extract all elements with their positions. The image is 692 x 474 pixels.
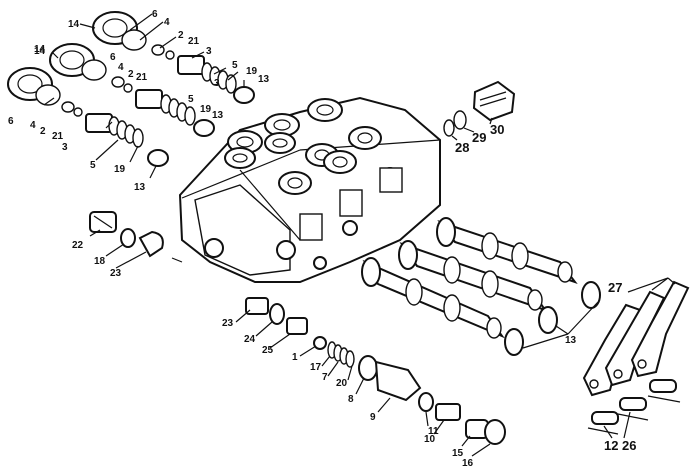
spools xyxy=(361,217,601,356)
callout-4: 4 xyxy=(118,62,124,73)
cap-assembly-middle xyxy=(49,43,215,137)
callout-5: 5 xyxy=(232,60,238,71)
callout-2: 2 xyxy=(128,69,134,80)
callout-8: 8 xyxy=(348,394,354,405)
callout-3: 3 xyxy=(62,142,68,153)
callout-15: 15 xyxy=(452,448,464,459)
callout-9: 9 xyxy=(370,412,376,423)
callout-2: 2 xyxy=(178,30,184,41)
cap-assembly-bottom xyxy=(7,67,169,167)
callout-5: 5 xyxy=(188,94,194,105)
callout-18: 18 xyxy=(94,256,106,267)
callout-11: 11 xyxy=(428,426,439,437)
callout-12: 12 xyxy=(604,438,618,453)
callout-19: 19 xyxy=(200,104,212,115)
leader-lines xyxy=(43,13,631,457)
callout-23: 23 xyxy=(222,318,234,329)
callout-21: 21 xyxy=(136,72,148,83)
callout-28: 28 xyxy=(455,140,469,155)
callout-4: 4 xyxy=(30,120,36,131)
port-fitting xyxy=(443,80,516,137)
valve-body xyxy=(171,96,441,283)
callout-25: 25 xyxy=(262,345,274,356)
callout-3: 3 xyxy=(206,46,212,57)
callout-6: 6 xyxy=(110,52,116,63)
callout-13: 13 xyxy=(258,74,270,85)
callout-27: 27 xyxy=(608,280,622,295)
callout-17: 17 xyxy=(310,362,322,373)
callout-6: 6 xyxy=(8,116,14,127)
spring-middle xyxy=(160,94,196,126)
callout-5: 5 xyxy=(90,160,96,171)
link-pins xyxy=(587,379,681,435)
check-spring xyxy=(327,341,355,368)
callout-10: 10 xyxy=(424,434,436,445)
callout-30: 30 xyxy=(490,122,504,137)
valve-ports xyxy=(224,98,382,195)
check-assembly xyxy=(245,297,506,445)
spring-bottom xyxy=(108,116,144,148)
callout-26: 26 xyxy=(622,438,636,453)
callout-19: 19 xyxy=(246,66,258,77)
callout-29: 29 xyxy=(472,130,486,145)
callout-19: 19 xyxy=(114,164,126,175)
spool-1 xyxy=(436,217,578,284)
callout-4: 4 xyxy=(164,17,170,28)
linkage-plates xyxy=(582,277,690,397)
callout-14: 14 xyxy=(34,46,46,57)
callout-21: 21 xyxy=(52,131,64,142)
cap-assembly-top xyxy=(92,11,255,104)
callout-7: 7 xyxy=(322,372,328,383)
callout-13: 13 xyxy=(212,110,224,121)
callout-13: 13 xyxy=(134,182,146,193)
callout-13: 13 xyxy=(565,335,577,346)
callout-23: 23 xyxy=(110,268,122,279)
callout-14: 14 xyxy=(68,19,80,30)
callout-1: 1 xyxy=(292,352,298,363)
callout-2: 2 xyxy=(40,126,46,137)
callout-labels: 14 6 4 2 21 3 14 6 4 2 21 5 19 13 14 3 5… xyxy=(8,9,636,469)
callout-3: 3 xyxy=(214,78,220,89)
callout-6: 6 xyxy=(152,9,158,20)
callout-24: 24 xyxy=(244,334,256,345)
callout-14: 14 xyxy=(34,44,46,55)
callout-16: 16 xyxy=(462,458,474,469)
callout-22: 22 xyxy=(72,240,84,251)
relief-assembly xyxy=(89,211,164,258)
spool-3 xyxy=(361,257,505,339)
callout-20: 20 xyxy=(336,378,348,389)
callout-21: 21 xyxy=(188,36,200,47)
